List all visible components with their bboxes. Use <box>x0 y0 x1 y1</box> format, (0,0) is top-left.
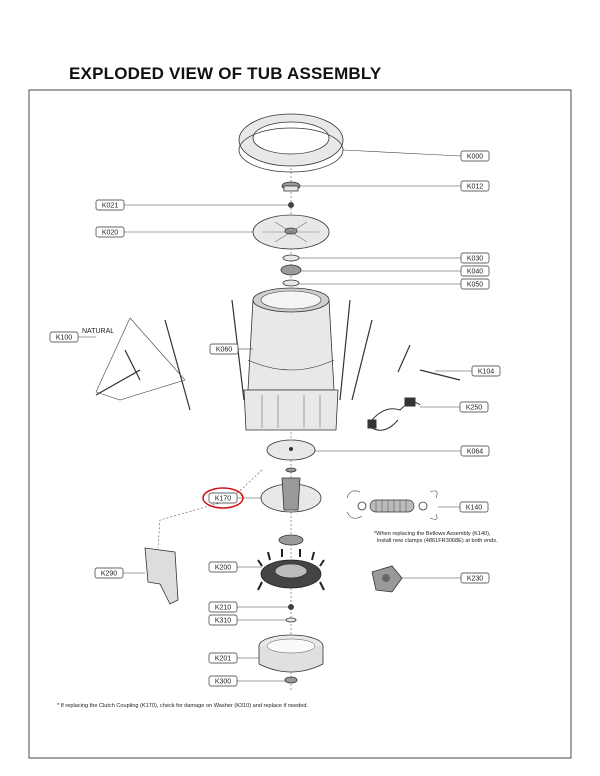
pulsator-part <box>252 214 330 250</box>
callout-k140: K140 <box>459 501 489 513</box>
callout-label-k000: K000 <box>467 154 483 161</box>
callout-k030: K030 <box>460 252 490 264</box>
callout-label-k020: K020 <box>102 230 118 237</box>
k100-bracket <box>95 317 186 401</box>
callout-k230: K230 <box>460 572 490 584</box>
callout-k290: K290 <box>94 567 124 579</box>
washer-part <box>285 467 297 473</box>
bellows-note-line-2: install new clamps (4861FR3068E) at both… <box>377 538 498 544</box>
callout-k050: K050 <box>460 278 490 290</box>
callout-k104: K104 <box>471 365 501 377</box>
callout-label-k210: K210 <box>215 605 231 612</box>
stator-part <box>257 549 325 591</box>
callout-label-k140: K140 <box>466 505 482 512</box>
callout-k040: K040 <box>460 265 490 277</box>
outer-tub-part <box>243 287 339 431</box>
callout-label-k200: K200 <box>215 565 231 572</box>
pulsator-bolt-part <box>288 202 294 208</box>
callout-label-k050: K050 <box>467 282 483 289</box>
callout-label-k310: K310 <box>215 618 231 625</box>
suspension-rods-left <box>95 299 245 411</box>
suspension-rods-right <box>339 299 461 401</box>
rotor-nut-part <box>284 676 298 684</box>
callout-k012: K012 <box>460 180 490 192</box>
callout-k310: K310 <box>208 614 238 626</box>
callout-k300: K300 <box>208 675 238 687</box>
wire-harness-part <box>367 397 421 431</box>
callout-label-k100: K100 <box>56 335 72 342</box>
callout-k201: K201 <box>208 652 238 664</box>
callout-label-k012: K012 <box>467 184 483 191</box>
diagram-frame <box>28 89 572 759</box>
nut-washer-parts <box>280 254 302 287</box>
bellows-part <box>346 490 438 520</box>
callout-label-k021: K021 <box>102 203 118 210</box>
callout-label-k290: K290 <box>101 571 117 578</box>
callout-k210: K210 <box>208 601 238 613</box>
rotor-bolt-part <box>288 604 294 610</box>
callout-k060: K060 <box>209 343 239 355</box>
callout-k064: K064 <box>460 445 490 457</box>
natural-label: NATURAL <box>82 328 114 335</box>
rotor-part <box>258 634 324 673</box>
callout-label-k040: K040 <box>467 269 483 276</box>
callout-k000: K000 <box>460 150 490 162</box>
bearing-plate-part <box>266 439 316 461</box>
callout-k250: K250 <box>459 401 489 413</box>
page-title: EXPLODED VIEW OF TUB ASSEMBLY <box>69 64 382 83</box>
callout-k021: K021 <box>95 199 125 211</box>
callout-label-k230: K230 <box>467 576 483 583</box>
callout-label-k250: K250 <box>466 405 482 412</box>
k290-dash <box>157 469 263 549</box>
k170-highlight-circle <box>202 487 244 509</box>
rotor-washer-part <box>285 617 297 623</box>
bellows-note: *When replacing the Bellows Assembly (K1… <box>374 531 554 545</box>
drain-bracket-part <box>144 547 179 605</box>
bellows-note-line-1: *When replacing the Bellows Assembly (K1… <box>374 531 491 537</box>
callout-label-k104: K104 <box>478 369 494 376</box>
leader-lines <box>78 149 472 682</box>
footer-note: * If replacing the Clutch Coupling (K170… <box>57 703 309 709</box>
callout-label-k030: K030 <box>467 256 483 263</box>
callout-label-k060: K060 <box>216 347 232 354</box>
callout-label-k201: K201 <box>215 656 231 663</box>
callout-k020: K020 <box>95 226 125 238</box>
callout-k170: K170 <box>208 492 238 504</box>
drain-motor-part <box>371 565 403 593</box>
callout-label-k300: K300 <box>215 679 231 686</box>
callout-k100: K100 <box>49 331 79 343</box>
callout-k200: K200 <box>208 561 238 573</box>
cap-part <box>281 181 301 192</box>
clutch-coupling-part <box>260 477 322 546</box>
tub-cover-part <box>238 113 344 173</box>
callout-label-k064: K064 <box>467 449 483 456</box>
callout-label-k170: K170 <box>215 496 231 503</box>
